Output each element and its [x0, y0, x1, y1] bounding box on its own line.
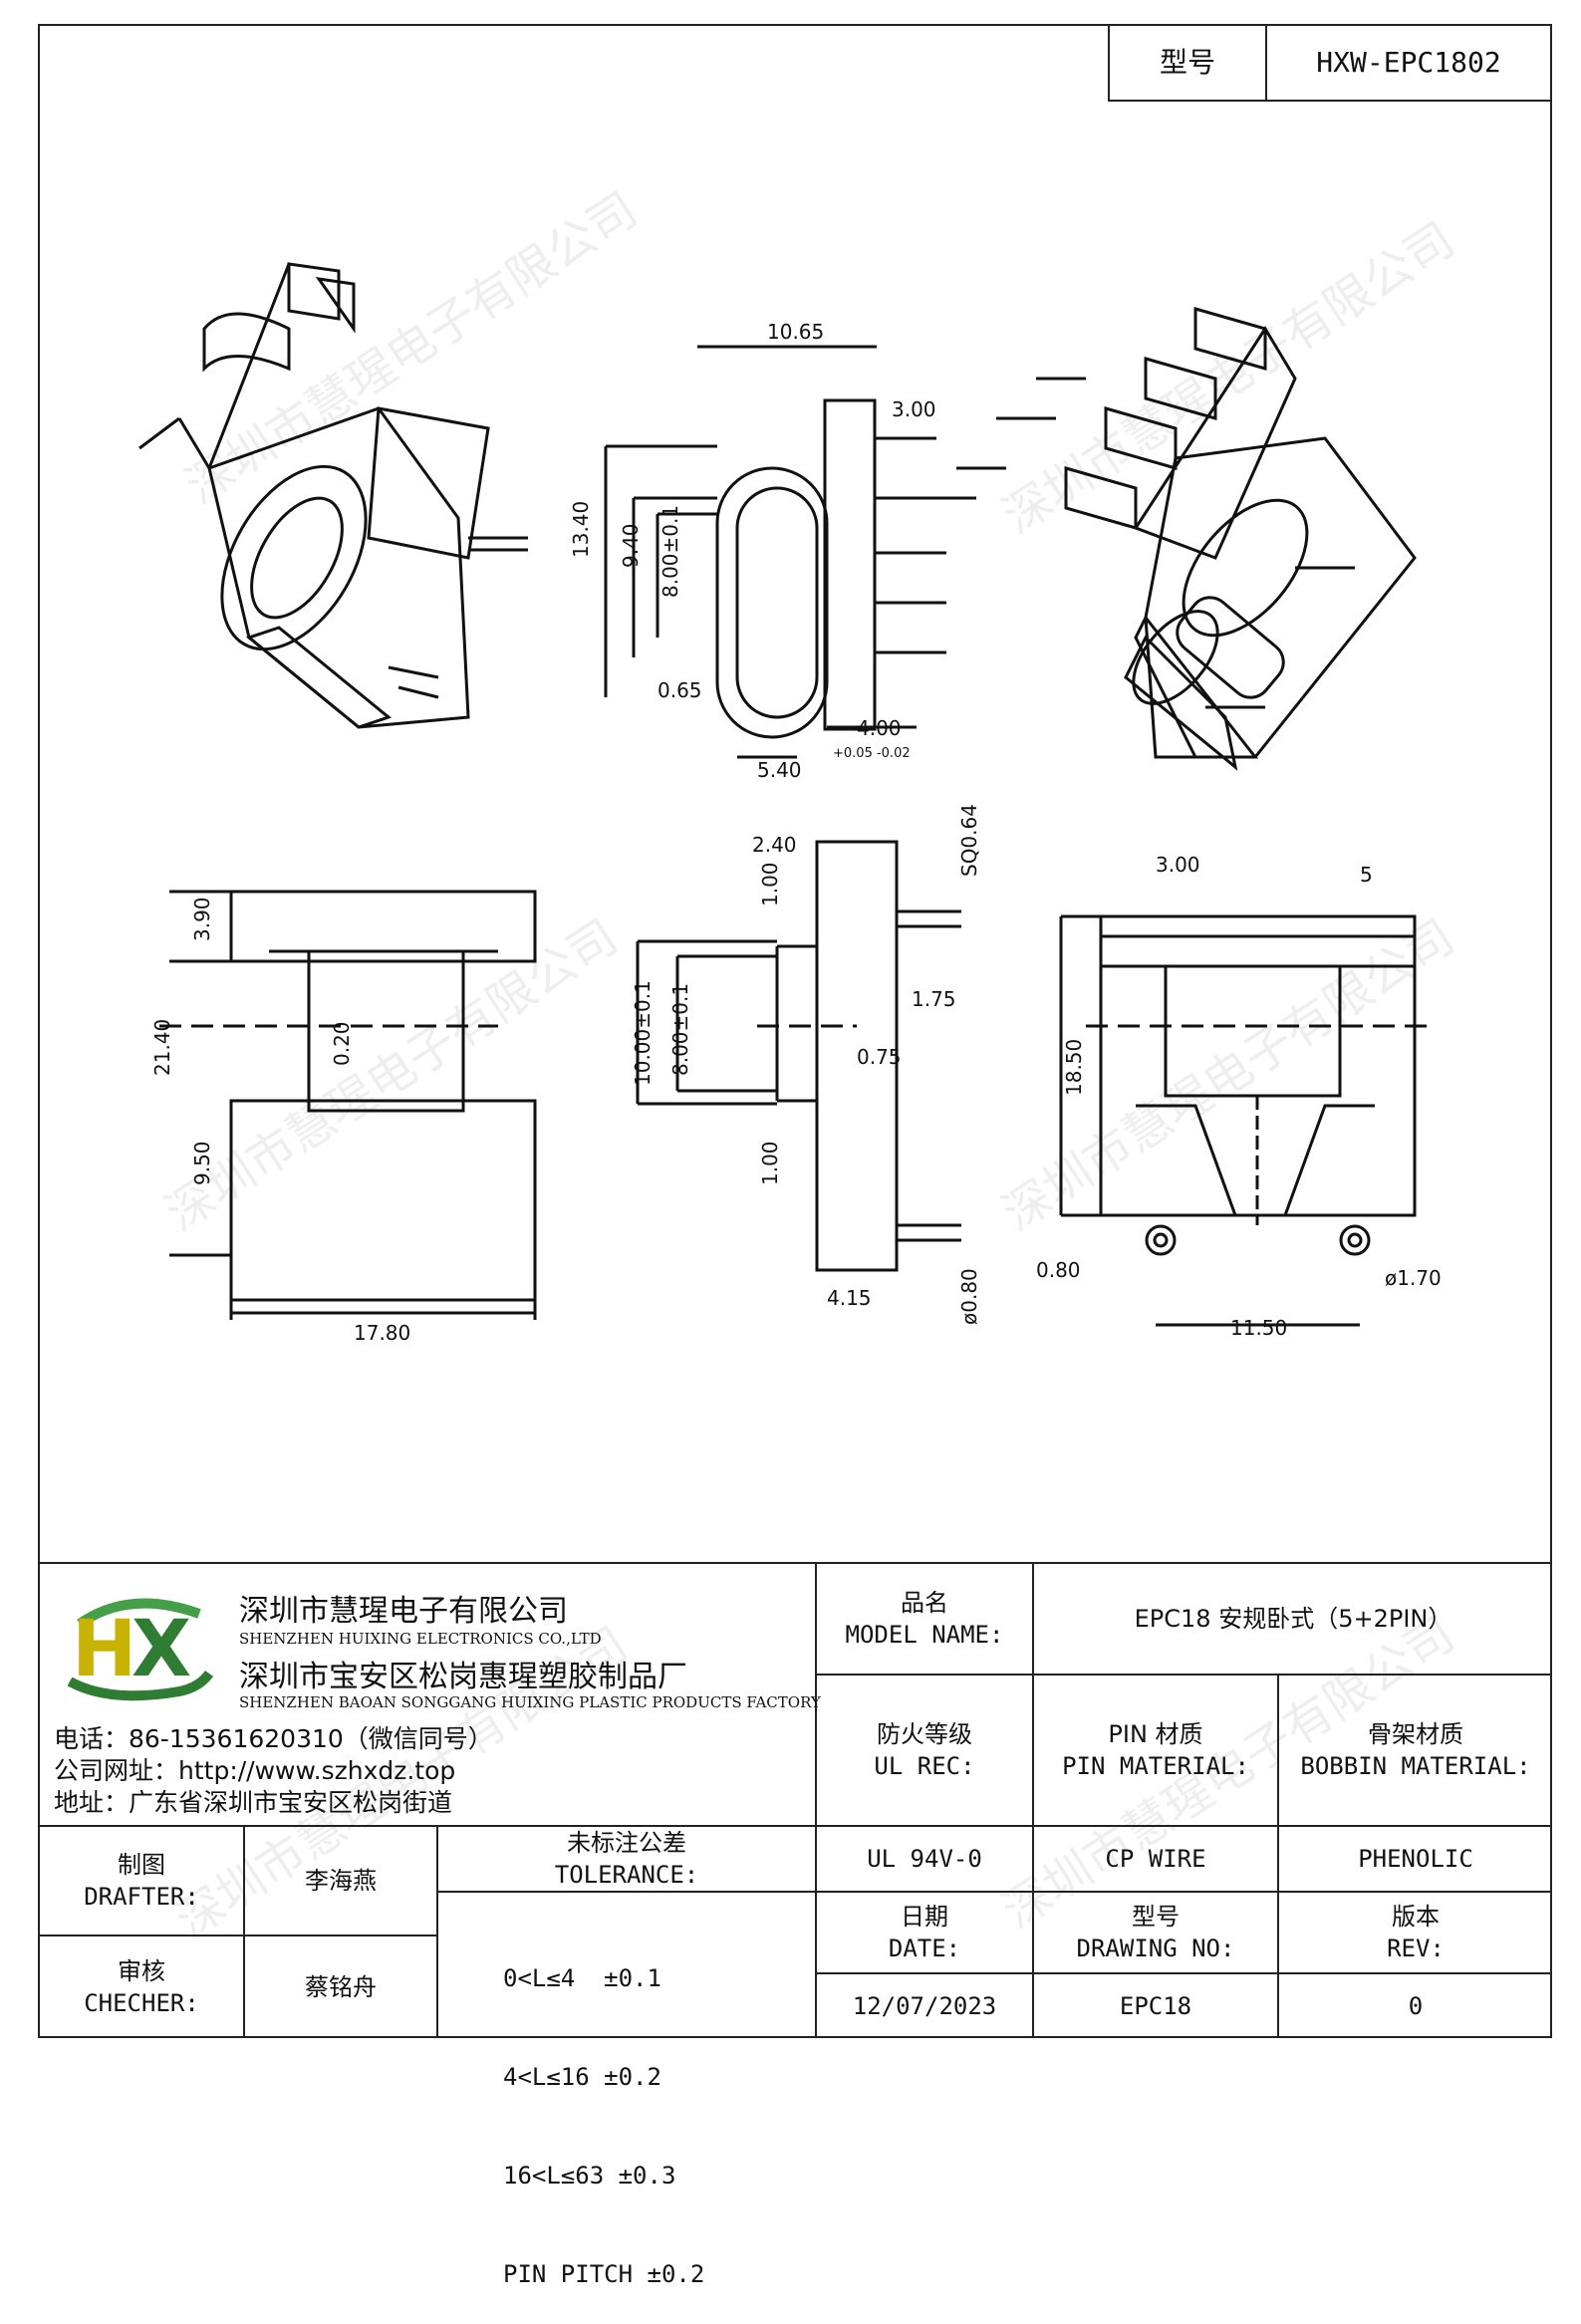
drawing-no-label: 型号 DRAWING NO: [1076, 1903, 1235, 1962]
bottom-view [1059, 914, 1435, 1327]
company-phone: 电话：86-15361620310（微信同号） [54, 1724, 493, 1753]
pin-material-label: PIN 材质 PIN MATERIAL: [1062, 1720, 1249, 1780]
svg-text:H: H [72, 1605, 136, 1694]
dim-0-75: 0.75 [857, 1045, 902, 1069]
company-name-cn: 深圳市慧瑆电子有限公司 [239, 1594, 568, 1629]
checker-name: 蔡铭舟 [305, 1973, 377, 2001]
dim-3-00-bottom: 3.00 [1156, 853, 1200, 877]
rev-value: 0 [1408, 1992, 1424, 2020]
factory-name-en: SHENZHEN BAOAN SONGGANG HUIXING PLASTIC … [239, 1693, 821, 1711]
dim-17-80: 17.80 [354, 1321, 410, 1345]
drafter-label: 制图 DRAFTER: [84, 1851, 199, 1911]
isometric-view-left [138, 262, 528, 729]
drawing-no-value: EPC18 [1119, 1992, 1192, 2020]
pin-material-value: CP WIRE [1105, 1845, 1206, 1873]
drawing-frame [38, 24, 1552, 2038]
bobbin-material-value: PHENOLIC [1358, 1845, 1473, 1873]
dim-1-00-top: 1.00 [758, 862, 782, 906]
tolerance-row: 0<L≤4 ±0.1 [503, 1964, 661, 1992]
dim-0-80-side: ø0.80 [957, 1268, 981, 1325]
header-model-label: 型号 [1159, 46, 1215, 79]
isometric-view-right [917, 307, 1417, 771]
dim-10-65: 10.65 [767, 320, 824, 344]
company-website: 公司网址：http://www.szhxdz.top [54, 1756, 456, 1785]
company-logo: H X [67, 1598, 214, 1701]
dim-8-00-top: 8.00±0.1 [659, 505, 682, 598]
dim-2-40: 2.40 [752, 833, 797, 857]
svg-text:X: X [132, 1605, 191, 1694]
dim-1-75: 1.75 [912, 987, 956, 1011]
dim-4-00: 4.00 [857, 716, 902, 740]
dim-3-00-top: 3.00 [892, 397, 936, 421]
drafter-name: 李海燕 [305, 1867, 377, 1895]
title-block-top [38, 1562, 1552, 1564]
dim-18-50: 18.50 [1062, 1039, 1086, 1096]
dim-0-65: 0.65 [658, 678, 702, 702]
bobbin-material-label: 骨架材质 BOBBIN MATERIAL: [1300, 1720, 1531, 1780]
dim-5-40: 5.40 [757, 758, 802, 782]
dim-4-15: 4.15 [827, 1286, 872, 1310]
factory-name-cn: 深圳市宝安区松岗惠瑆塑胶制品厂 [239, 1660, 687, 1694]
tolerance-row: 4<L≤16 ±0.2 [503, 2063, 661, 2091]
date-label: 日期 DATE: [888, 1903, 961, 1962]
header-model-value: HXW-EPC1802 [1316, 46, 1501, 79]
dim-21-40: 21.40 [150, 1019, 174, 1076]
date-value: 12/07/2023 [852, 1992, 997, 2020]
model-name-value: EPC18 安规卧式（5+2PIN） [1134, 1605, 1452, 1633]
dim-sq0-64: SQ0.64 [957, 804, 981, 877]
pin-label-5: 5 [1360, 863, 1373, 887]
top-view [604, 345, 946, 759]
tolerance-list: 0<L≤4 ±0.1 4<L≤16 ±0.2 16<L≤63 ±0.3 PIN … [503, 1897, 704, 2324]
rev-label: 版本 REV: [1387, 1903, 1445, 1962]
header-model-box [1108, 24, 1552, 102]
dim-4-00-tol: +0.05 -0.02 [833, 746, 911, 761]
dim-1-70: ø1.70 [1385, 1266, 1442, 1290]
header-divider [1265, 24, 1267, 102]
model-name-label: 品名 MODEL NAME: [845, 1589, 1004, 1649]
dim-8-00-side: 8.00±0.1 [668, 983, 692, 1076]
company-name-en: SHENZHEN HUIXING ELECTRONICS CO.,LTD [239, 1630, 602, 1648]
dim-0-80-bottom: 0.80 [1036, 1258, 1081, 1282]
tolerance-row: PIN PITCH ±0.2 [503, 2260, 705, 2288]
side-view [636, 840, 961, 1272]
technical-drawing: 10.65 3.00 13.40 9.40 8.00±0.1 0.65 4.00… [138, 262, 1442, 1345]
dim-3-90: 3.90 [190, 897, 214, 941]
dim-9-50: 9.50 [190, 1141, 214, 1185]
dim-10-00: 10.00±0.1 [631, 980, 655, 1086]
dim-1-00-bottom: 1.00 [758, 1141, 782, 1185]
company-address: 地址：广东省深圳市宝安区松岗街道 [54, 1788, 453, 1817]
dim-13-40: 13.40 [569, 501, 593, 558]
dim-9-40: 9.40 [619, 523, 643, 568]
fire-rating-label: 防火等级 UL REC: [874, 1720, 975, 1780]
tolerance-row: 16<L≤63 ±0.3 [503, 2162, 676, 2190]
tolerance-label: 未标注公差 TOLERANCE: [554, 1829, 699, 1889]
checker-label: 审核 CHECHER: [84, 1957, 199, 2017]
dim-11-50: 11.50 [1230, 1316, 1287, 1340]
fire-rating-value: UL 94V-0 [867, 1845, 982, 1873]
dim-0-20: 0.20 [330, 1021, 354, 1066]
front-view [159, 890, 537, 1320]
